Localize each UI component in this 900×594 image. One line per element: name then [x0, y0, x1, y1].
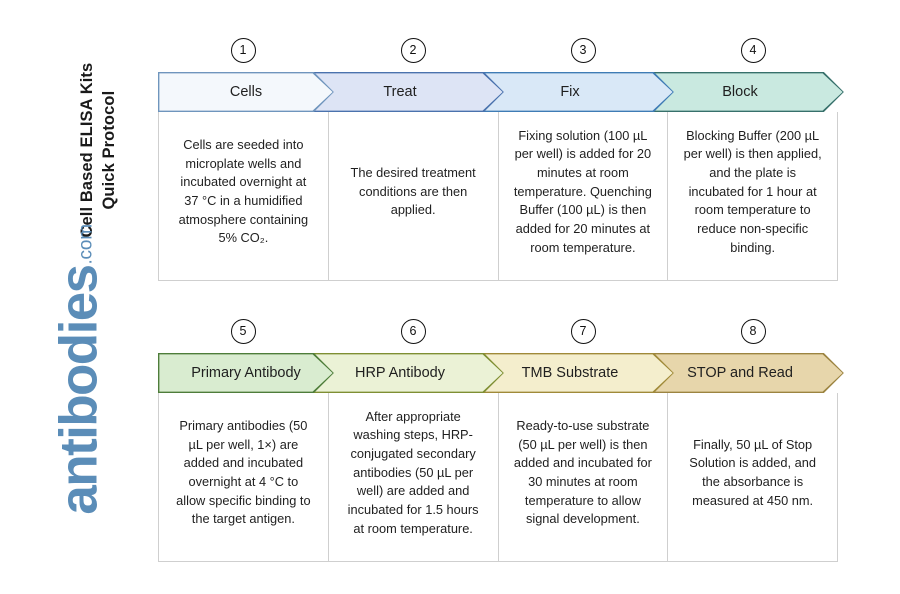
- chevron-band: Cells Treat Fix Block: [158, 72, 838, 112]
- chevron-fill: [309, 354, 502, 391]
- left-rail: Cell Based ELISA Kits Quick Protocol ant…: [0, 0, 150, 594]
- step-chevron: Primary Antibody: [158, 353, 334, 393]
- step-label: HRP Antibody: [354, 365, 445, 381]
- step-description-cell: The desired treatment conditions are the…: [327, 112, 498, 280]
- step-label: Primary Antibody: [191, 365, 301, 381]
- protocol-row-2: 5 6 7 8 Primary Antibody HRP Antibody TMB Sub…: [158, 313, 838, 562]
- step-number-cell: 2: [328, 32, 498, 68]
- step-label: Block: [722, 84, 758, 100]
- step-description-text: The desired treatment conditions are the…: [350, 164, 476, 218]
- step-number-cell: 7: [498, 313, 668, 349]
- step-number-badge: 2: [400, 37, 426, 63]
- step-label: Cells: [229, 84, 263, 100]
- step-chevron: STOP and Read: [648, 353, 844, 393]
- step-number-cell: 6: [328, 313, 498, 349]
- step-description-cell: Cells are seeded into microplate wells a…: [158, 112, 328, 280]
- brand-tld: .com: [75, 224, 97, 265]
- step-description-cell: Fixing solution (100 µL per well) is add…: [497, 112, 668, 280]
- step-number-badge: 6: [400, 318, 426, 344]
- step-description-text: Primary antibodies (50 µL per well, 1×) …: [176, 417, 311, 527]
- step-description-band: Cells are seeded into microplate wells a…: [158, 112, 838, 281]
- step-description-text: Ready-to-use substrate (50 µL per well) …: [513, 417, 652, 527]
- step-chevron: Cells: [158, 72, 334, 112]
- chevron-fill: [479, 354, 672, 391]
- step-description-text: Fixing solution (100 µL per well) is add…: [513, 127, 652, 255]
- brand-name: antibodies: [49, 265, 109, 515]
- step-number-badge: 8: [740, 318, 766, 344]
- step-number-strip: 1 2 3 4: [158, 32, 838, 68]
- step-description-cell: Blocking Buffer (200 µL per well) is the…: [667, 112, 838, 280]
- step-number-cell: 8: [668, 313, 838, 349]
- step-number-badge: 1: [230, 37, 256, 63]
- step-number-cell: 3: [498, 32, 668, 68]
- chevron-fill: [159, 73, 332, 110]
- step-chevron: HRP Antibody: [308, 353, 504, 393]
- chevron-fill: [159, 354, 332, 391]
- step-chevron: Block: [648, 72, 844, 112]
- step-number-badge: 4: [740, 37, 766, 63]
- step-description-cell: Primary antibodies (50 µL per well, 1×) …: [158, 393, 328, 561]
- chevron-fill: [479, 73, 672, 110]
- step-number-badge: 7: [570, 318, 596, 344]
- step-chevron: Fix: [478, 72, 674, 112]
- step-number-cell: 5: [158, 313, 328, 349]
- step-number-cell: 4: [668, 32, 838, 68]
- step-number-badge: 5: [230, 318, 256, 344]
- step-description-text: Cells are seeded into microplate wells a…: [178, 136, 309, 246]
- step-description-cell: Ready-to-use substrate (50 µL per well) …: [497, 393, 668, 561]
- step-description-text: After appropriate washing steps, HRP-con…: [347, 408, 479, 536]
- step-description-text: Finally, 50 µL of Stop Solution is added…: [689, 436, 816, 508]
- step-label: Treat: [383, 84, 417, 100]
- step-description-cell: After appropriate washing steps, HRP-con…: [327, 393, 498, 561]
- chevron-band: Primary Antibody HRP Antibody TMB Substrat…: [158, 353, 838, 393]
- step-description-cell: Finally, 50 µL of Stop Solution is added…: [667, 393, 838, 561]
- chevron-fill: [309, 73, 502, 110]
- step-description-band: Primary antibodies (50 µL per well, 1×) …: [158, 393, 838, 562]
- step-label: TMB Substrate: [521, 365, 619, 381]
- step-number-cell: 1: [158, 32, 328, 68]
- step-number-badge: 3: [570, 37, 596, 63]
- step-description-text: Blocking Buffer (200 µL per well) is the…: [683, 127, 822, 255]
- brand-logo: antibodies .com: [49, 219, 109, 519]
- chevron-fill: [649, 354, 842, 391]
- step-label: Fix: [560, 84, 580, 100]
- step-chevron: TMB Substrate: [478, 353, 674, 393]
- step-number-strip: 5 6 7 8: [158, 313, 838, 349]
- step-label: STOP and Read: [687, 365, 793, 381]
- chevron-fill: [649, 73, 842, 110]
- step-chevron: Treat: [308, 72, 504, 112]
- protocol-row-1: 1 2 3 4 Cells Treat Fix Block Cells are seeded…: [158, 32, 838, 281]
